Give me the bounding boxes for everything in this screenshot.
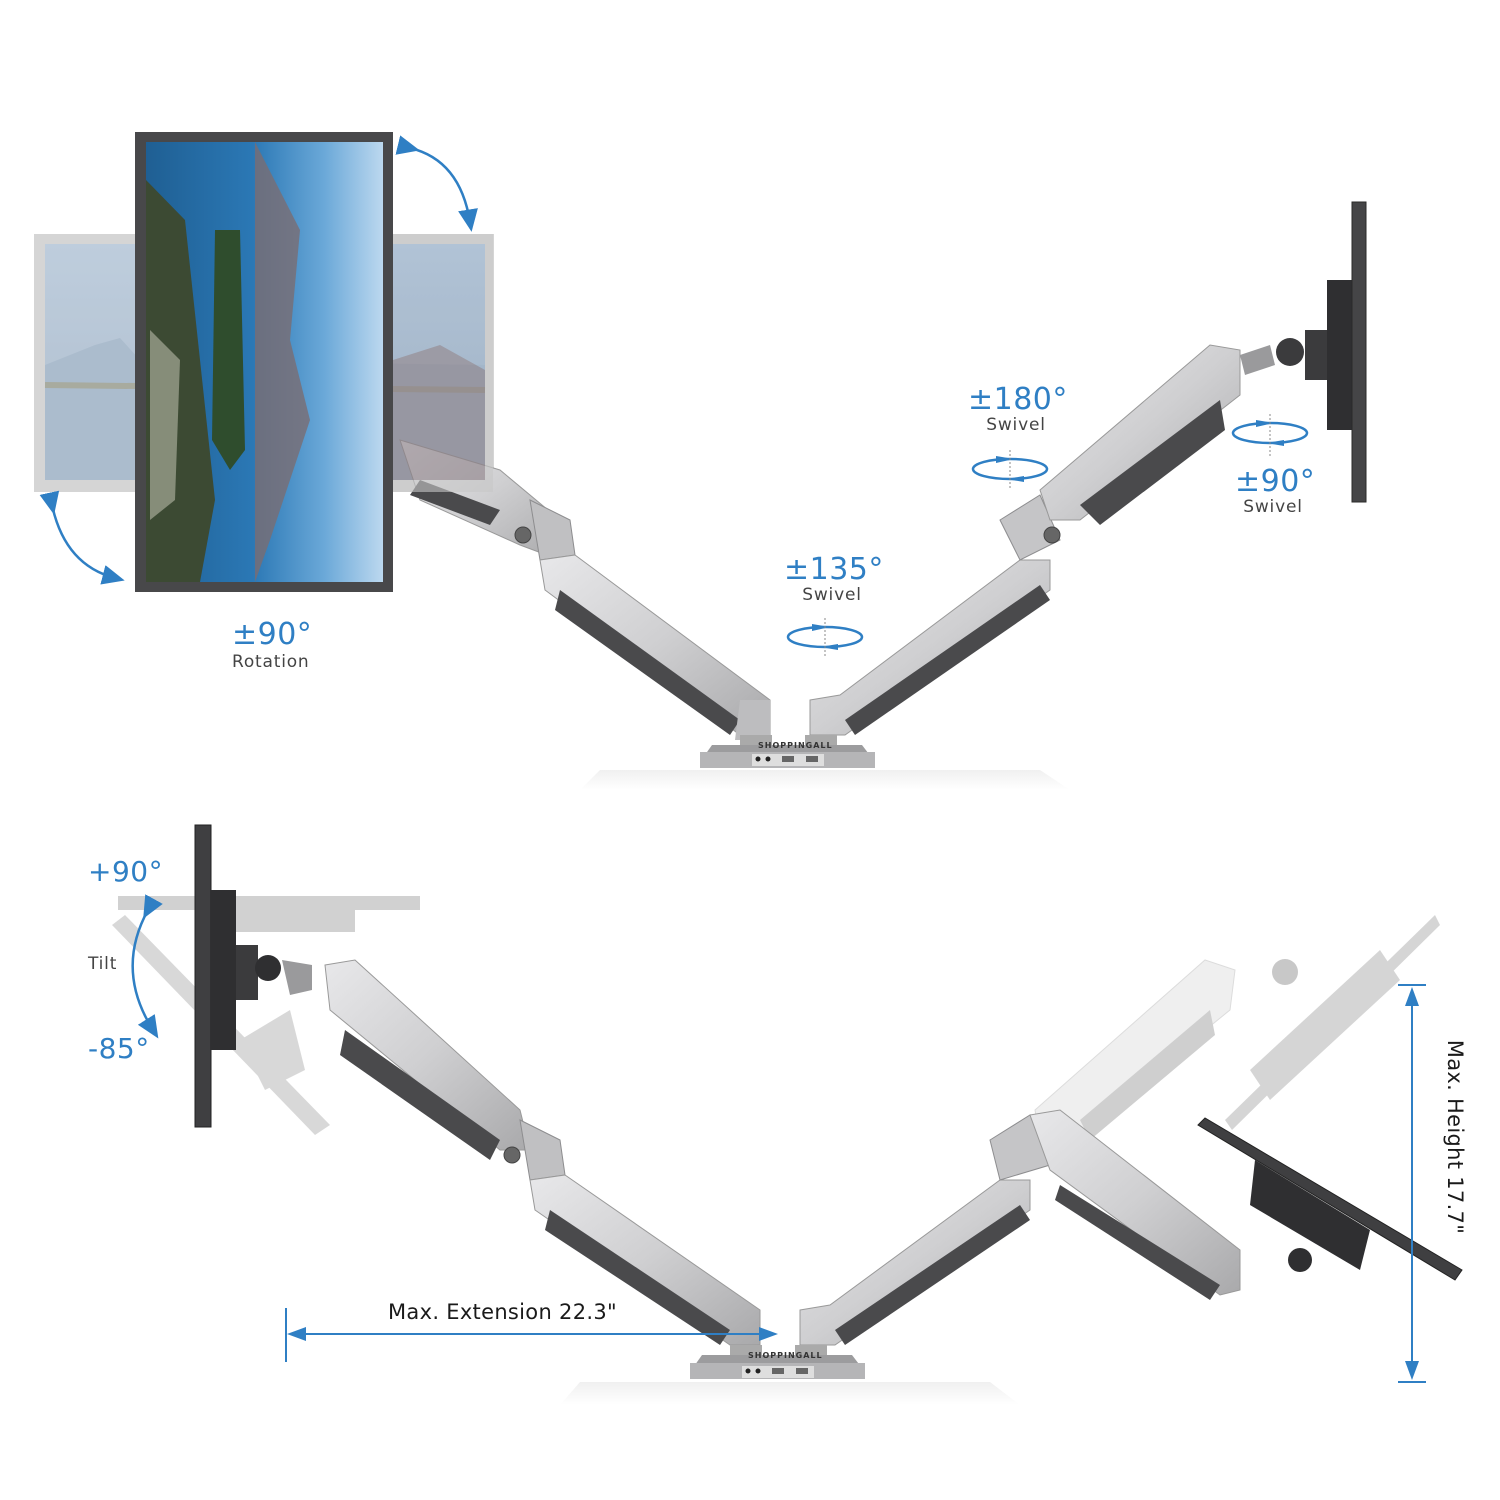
rotation-label: Rotation xyxy=(232,652,310,672)
head-swivel-annotation: ±90° Swivel xyxy=(1235,464,1316,517)
tilt-arrow xyxy=(131,894,163,1039)
ghost-monitor-right-strip xyxy=(393,234,493,492)
base-swivel-annotation: ±135° Swivel xyxy=(784,552,884,605)
right-arm-top xyxy=(809,201,1367,736)
arm-swivel-label: Swivel xyxy=(986,415,1046,435)
swivel-icon-head xyxy=(1231,414,1309,456)
left-side-monitor xyxy=(194,824,312,1128)
extension-dimension-line xyxy=(285,1308,778,1362)
rotation-value: ±90° xyxy=(232,617,313,652)
tilt-label: Tilt xyxy=(88,954,118,974)
arm-swivel-value: ±180° xyxy=(968,382,1068,417)
head-swivel-label: Swivel xyxy=(1243,497,1303,517)
left-arm-bottom xyxy=(324,959,761,1346)
right-arm-bottom-ghost xyxy=(1034,915,1440,1141)
base-top xyxy=(700,735,875,768)
brand-label-bottom: SHOPPINGALL xyxy=(748,1351,823,1360)
rotation-arrow-lower xyxy=(39,490,125,585)
arm-swivel-annotation: ±180° Swivel xyxy=(968,382,1068,435)
base-swivel-value: ±135° xyxy=(784,552,884,587)
brand-label-top: SHOPPINGALL xyxy=(758,741,833,750)
base-swivel-label: Swivel xyxy=(802,585,862,605)
rotation-annotation: ±90° Rotation xyxy=(232,617,313,672)
height-dimension-line xyxy=(1398,984,1426,1383)
desk-surface-top xyxy=(580,770,1070,790)
base-bottom xyxy=(690,1345,865,1379)
head-swivel-value: ±90° xyxy=(1235,464,1316,499)
right-arm-bottom xyxy=(799,1109,1463,1346)
rotation-arrow-upper xyxy=(395,135,478,232)
tilt-up-value: +90° xyxy=(88,855,164,888)
tilt-down-value: -85° xyxy=(88,1032,150,1065)
swivel-icon-arm xyxy=(971,450,1049,490)
max-height-label: Max. Height 17.7" xyxy=(1443,1039,1467,1235)
desk-surface-bottom xyxy=(560,1382,1020,1405)
max-extension-label: Max. Extension 22.3" xyxy=(388,1300,617,1324)
swivel-icon-base xyxy=(786,618,864,658)
portrait-monitor xyxy=(135,132,393,592)
